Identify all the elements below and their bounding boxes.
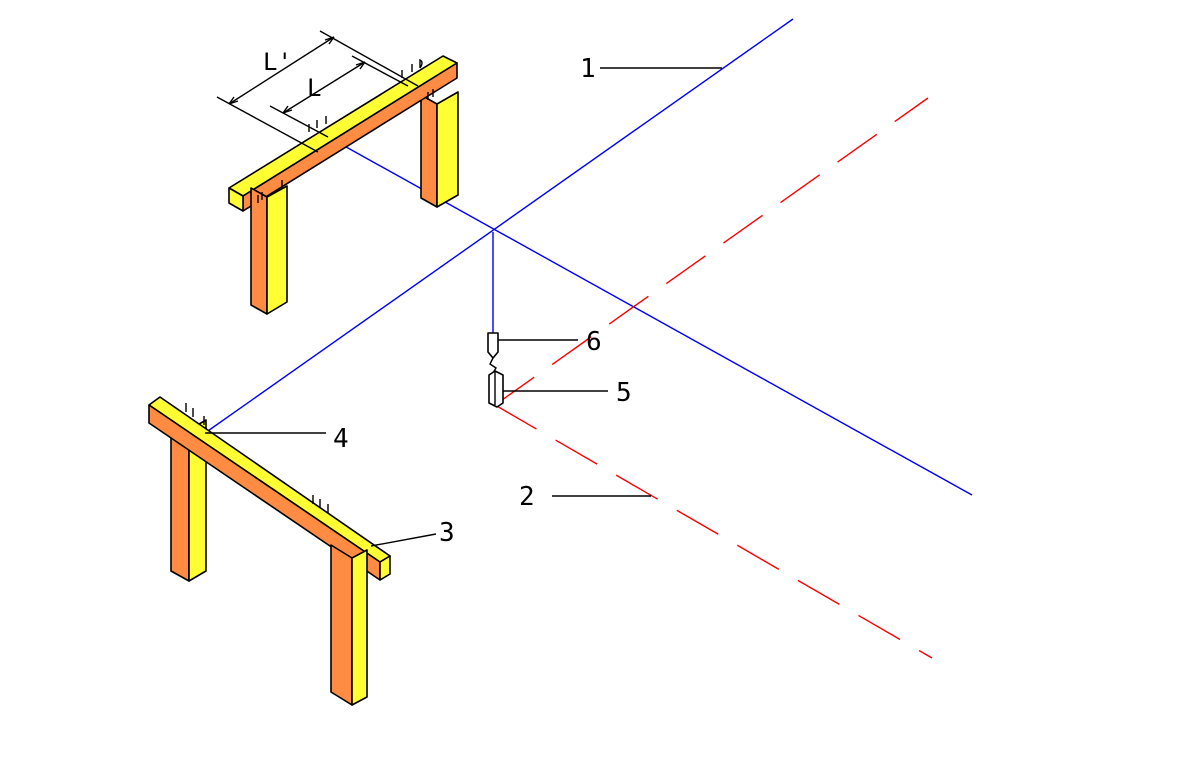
dim-label-outer: L' (263, 48, 292, 76)
dim-ext-inner-right (351, 55, 409, 87)
label-3: 3 (439, 518, 455, 548)
line-1-main (204, 18, 794, 434)
dim-ext-outer-right (319, 30, 419, 87)
plumb-bob (487, 332, 499, 374)
label-5: 5 (616, 378, 632, 408)
dim-line-inner (282, 61, 366, 114)
stake (488, 370, 504, 408)
dimension-lines (216, 30, 419, 153)
nail-mark (427, 89, 434, 100)
back-frame-left-post (250, 185, 288, 315)
front-frame-nails (185, 403, 329, 513)
front-frame (148, 396, 391, 706)
label-2: 2 (519, 482, 535, 512)
back-frame-beam (228, 55, 458, 212)
nail-mark (312, 495, 329, 513)
back-frame (228, 55, 459, 315)
leader-lines (205, 67, 722, 547)
front-frame-beam (148, 396, 391, 581)
back-frame-right-post (420, 91, 459, 208)
dim-ext-outer-left (216, 96, 319, 153)
nail-mark (257, 180, 283, 203)
line-2 (494, 97, 933, 659)
line-2-lower (494, 404, 933, 659)
dim-ext-inner-left (269, 105, 329, 138)
nail-mark (185, 403, 205, 425)
dim-line-outer (228, 36, 335, 105)
dim-label-inner: L (307, 74, 321, 102)
dim-arrow-outer (228, 36, 335, 105)
front-frame-left-post (170, 419, 207, 582)
line-2-upper (494, 97, 929, 406)
label-4: 4 (333, 424, 349, 454)
leader-3 (370, 533, 437, 547)
front-frame-right-post (330, 544, 368, 706)
label-6: 6 (586, 327, 602, 357)
nail-mark (308, 116, 327, 132)
label-1: 1 (580, 54, 596, 84)
dim-arrow-inner (282, 61, 366, 114)
